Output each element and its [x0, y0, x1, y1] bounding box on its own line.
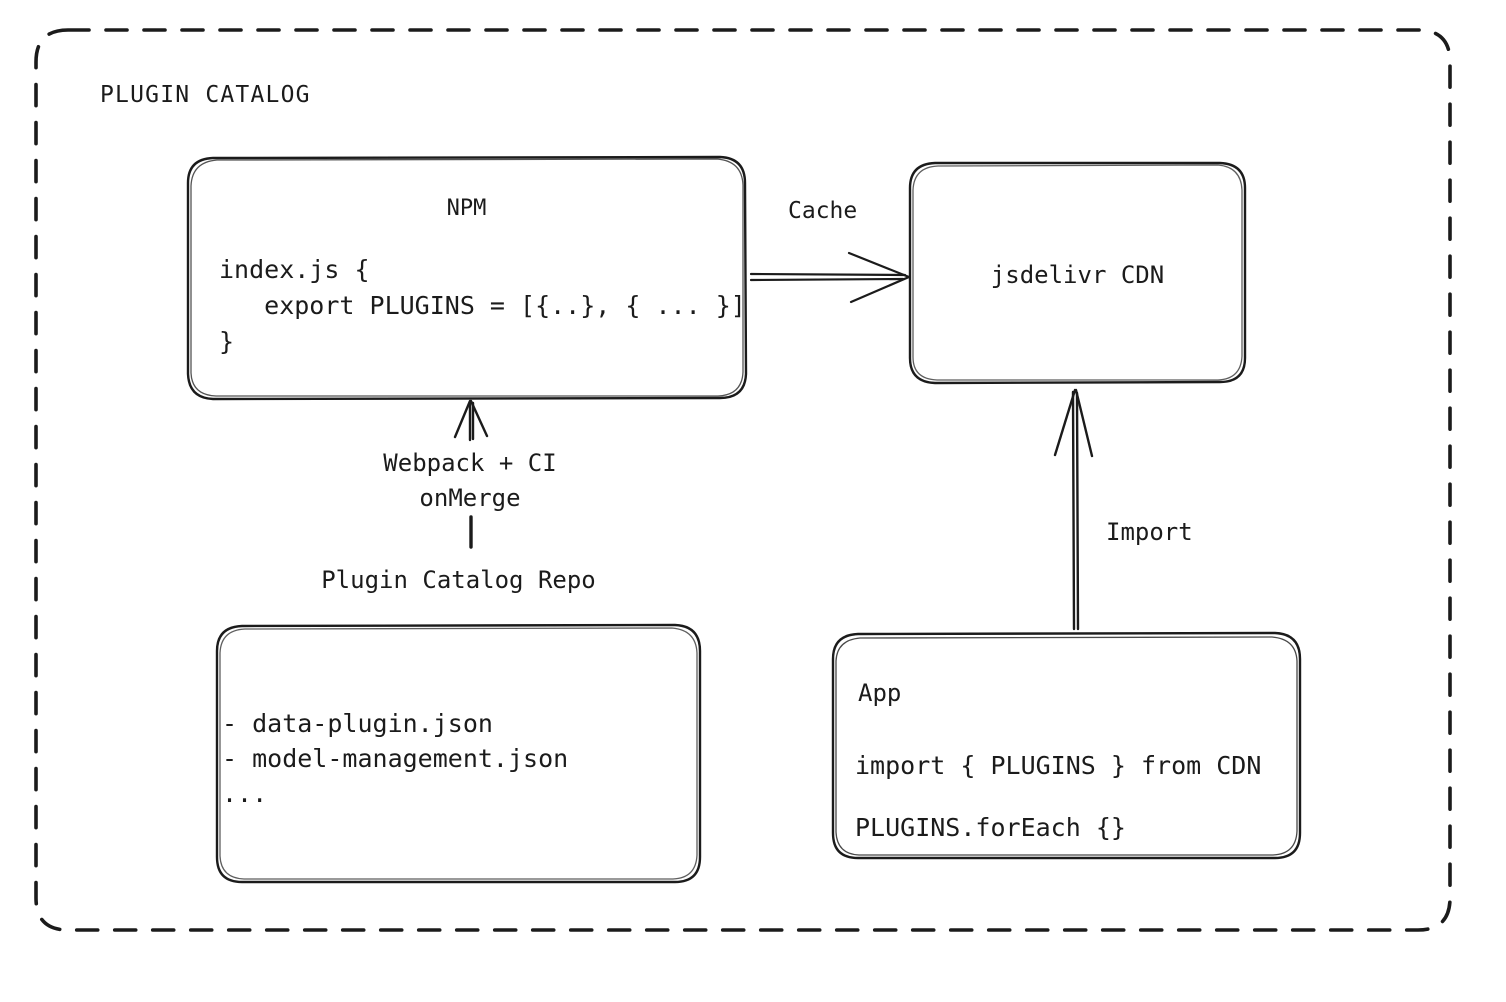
repo-box-outline-sketch — [219, 627, 698, 880]
arrow-repo-to-npm — [453, 399, 489, 549]
plugin-catalog-title: PLUGIN CATALOG — [100, 82, 311, 108]
npm-node-label: NPM — [446, 196, 487, 221]
arrow-npm-to-cdn — [749, 251, 911, 304]
repo-node-caption: Plugin Catalog Repo — [321, 566, 596, 594]
app-node-label: App — [858, 679, 902, 707]
repo-node-file-list: - data-plugin.json - model-management.js… — [222, 709, 569, 808]
edge-label-cache: Cache — [788, 198, 858, 224]
npm-box-outline — [186, 155, 748, 401]
app-box-outline — [831, 631, 1302, 860]
cdn-box-outline — [908, 161, 1247, 385]
npm-box-outline-sketch — [190, 158, 744, 397]
repo-box-outline — [215, 623, 702, 884]
cdn-box-outline-sketch — [912, 164, 1243, 381]
arrow-app-to-cdn — [1053, 388, 1094, 631]
edge-label-webpack-ci: Webpack + CI onMerge — [383, 449, 557, 512]
app-node-code: import { PLUGINS } from CDN PLUGINS.forE… — [855, 751, 1262, 842]
cdn-node-label: jsdelivr CDN — [990, 261, 1165, 289]
edge-label-import: Import — [1106, 518, 1193, 546]
npm-node-code: index.js { export PLUGINS = [{..}, { ...… — [219, 255, 746, 356]
plugin-catalog-container — [34, 28, 1452, 932]
app-box-outline-sketch — [835, 636, 1298, 856]
